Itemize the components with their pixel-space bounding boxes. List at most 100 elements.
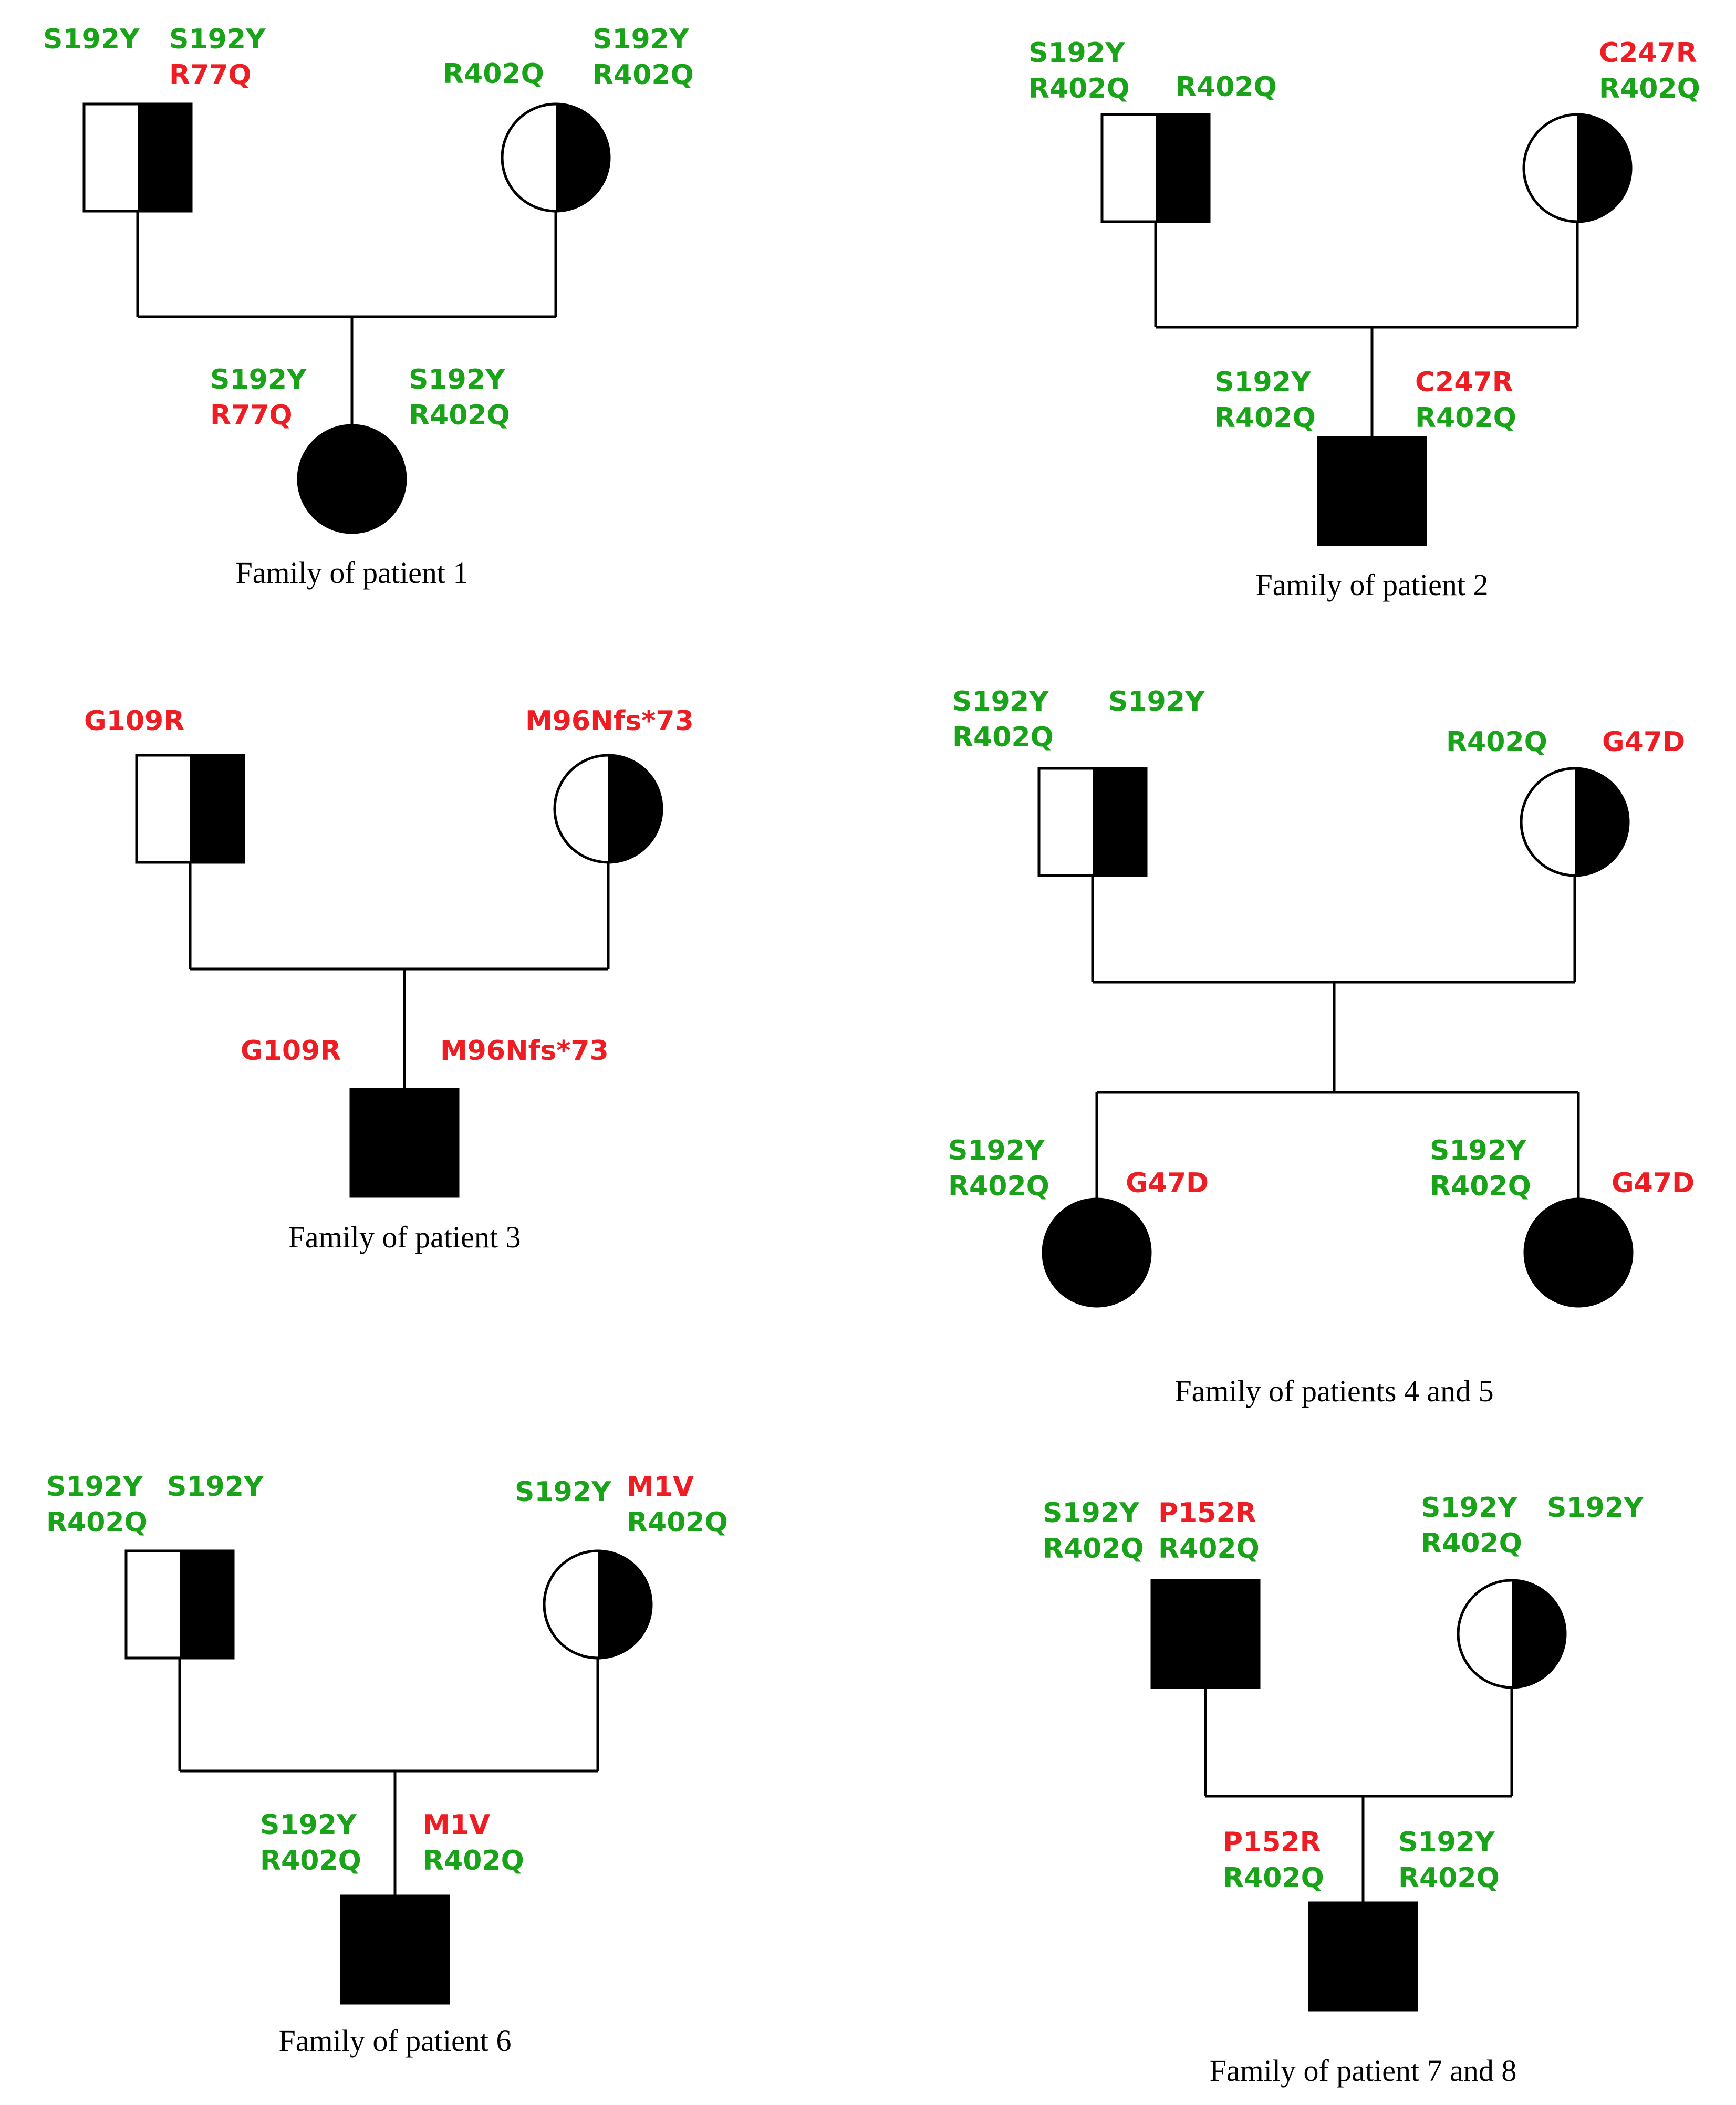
family-1-father-allele-b-variant-2: R77Q <box>169 59 252 91</box>
family-4-child-2-allele-a-variant-1: S192Y <box>1430 1135 1527 1166</box>
family-3-mother-symbol <box>553 754 663 864</box>
family-2-child-1-symbol <box>1317 436 1427 546</box>
family-2-mother-allele-a-variant-1: C247R <box>1599 37 1697 69</box>
family-3-child-1-symbol-square <box>349 1088 460 1198</box>
family-4-child-2-symbol <box>1523 1197 1634 1308</box>
family-3-child-1-allele-a-variant-1: G109R <box>241 1035 341 1067</box>
family-3-mother-symbol-half-fill <box>608 755 662 862</box>
family-4-caption: Family of patients 4 and 5 <box>1174 1374 1493 1408</box>
family-5-father-symbol <box>124 1549 235 1660</box>
family-1-father-symbol <box>82 102 193 213</box>
family-6-father-allele-b-variant-1: P152R <box>1158 1497 1256 1529</box>
family-5-father-allele-b-variant-1: S192Y <box>167 1471 264 1503</box>
family-6-mother-symbol-half-fill <box>1512 1580 1565 1687</box>
family-2-child-1-allele-b-variant-1: C247R <box>1415 367 1513 398</box>
family-2-mother-symbol <box>1522 113 1633 223</box>
family-6-child-1-allele-a-variant-2: R402Q <box>1223 1862 1324 1894</box>
family-3-child-1-allele-b-variant-1: M96Nfs*73 <box>440 1035 609 1067</box>
family-6-mother-allele-a-variant-2: R402Q <box>1421 1528 1522 1559</box>
family-1-mother-symbol-half-fill <box>556 104 609 211</box>
family-1-mother-allele-a-variant-1: R402Q <box>443 58 544 90</box>
family-2-mother-symbol-half-fill <box>1577 114 1631 222</box>
family-5-caption: Family of patient 6 <box>279 2024 512 2058</box>
family-1-child-1-allele-b-variant-1: S192Y <box>409 364 506 395</box>
family-4-mother-allele-a-variant-1: R402Q <box>1446 726 1547 758</box>
family-1-caption: Family of patient 1 <box>236 556 469 590</box>
family-5-pedigree: S192Y R402Q S192Y S192Y M1V R402Q S192Y R402Q M1… <box>46 1471 728 2058</box>
family-5-mother-symbol <box>543 1549 653 1660</box>
family-1-child-1-allele-a-variant-2: R77Q <box>210 400 293 431</box>
family-4-child-1-allele-a-variant-1: S192Y <box>948 1135 1045 1166</box>
family-5-child-1-allele-b-variant-2: R402Q <box>423 1845 524 1877</box>
family-5-child-1-symbol <box>340 1894 450 2005</box>
family-5-mother-allele-b-variant-1: M1V <box>627 1471 694 1503</box>
family-6-pedigree: S192Y R402Q P152R R402Q S192Y R402Q S192Y P152R… <box>1043 1492 1644 2088</box>
family-5-child-1-symbol-square <box>340 1894 450 2005</box>
family-5-child-1-allele-a-variant-2: R402Q <box>260 1845 361 1877</box>
family-2-child-1-allele-b-variant-2: R402Q <box>1415 402 1516 434</box>
family-1-mother-symbol <box>501 102 611 213</box>
family-5-father-allele-a-variant-1: S192Y <box>46 1471 143 1503</box>
family-5-mother-allele-b-variant-2: R402Q <box>627 1507 728 1538</box>
family-3-child-1-symbol <box>349 1088 460 1198</box>
family-1-mother-allele-b-variant-1: S192Y <box>592 24 690 55</box>
family-1-child-1-symbol-circle <box>297 424 407 534</box>
family-2-father-symbol-half-fill <box>1156 114 1209 222</box>
family-6-mother-allele-a-variant-1: S192Y <box>1421 1492 1518 1524</box>
family-6-child-1-symbol-square <box>1308 1901 1418 2012</box>
family-2-father-allele-a-variant-2: R402Q <box>1028 73 1130 105</box>
family-4-father-allele-a-variant-1: S192Y <box>952 686 1049 717</box>
family-4-child-2-allele-a-variant-2: R402Q <box>1430 1171 1531 1202</box>
family-5-child-1-allele-a-variant-1: S192Y <box>260 1809 357 1841</box>
family-1-father-symbol-half-fill <box>138 104 191 211</box>
family-4-mother-symbol-half-fill <box>1575 768 1628 876</box>
family-5-mother-symbol-half-fill <box>598 1551 651 1658</box>
family-6-father-symbol <box>1150 1579 1261 1689</box>
family-4-father-symbol-half-fill <box>1093 768 1146 876</box>
family-6-child-1-allele-b-variant-2: R402Q <box>1398 1862 1500 1894</box>
family-1-father-allele-a-variant-1: S192Y <box>43 24 140 55</box>
family-2-father-allele-a-variant-1: S192Y <box>1028 37 1126 69</box>
family-2-child-1-allele-a-variant-2: R402Q <box>1214 402 1316 434</box>
family-3-father-symbol <box>135 754 245 864</box>
family-4-child-1-allele-b-variant-1: G47D <box>1126 1168 1209 1199</box>
family-1-child-1-allele-b-variant-2: R402Q <box>409 400 510 431</box>
family-2-mother-allele-a-variant-2: R402Q <box>1599 73 1700 105</box>
family-4-mother-symbol <box>1520 767 1630 877</box>
family-1-mother-allele-b-variant-2: R402Q <box>592 59 694 91</box>
family-1-pedigree: S192Y S192Y R77Q R402Q S192Y R402Q S192Y R77Q S1… <box>43 24 694 590</box>
family-6-mother-symbol <box>1457 1579 1567 1689</box>
family-3-father-allele-a-variant-1: G109R <box>84 705 184 737</box>
family-4-child-2-allele-b-variant-1: G47D <box>1612 1168 1695 1199</box>
family-4-child-1-symbol <box>1042 1197 1152 1308</box>
family-2-pedigree: S192Y R402Q R402Q C247R R402Q S192Y R402Q C247R… <box>1028 37 1700 602</box>
family-4-child-1-symbol-circle <box>1042 1197 1152 1308</box>
family-2-father-allele-b-variant-1: R402Q <box>1176 71 1277 103</box>
family-4-child-2-symbol-circle <box>1523 1197 1634 1308</box>
family-6-caption: Family of patient 7 and 8 <box>1210 2054 1517 2088</box>
family-5-child-1-allele-b-variant-1: M1V <box>423 1809 490 1841</box>
family-6-child-1-allele-b-variant-1: S192Y <box>1398 1827 1495 1858</box>
family-4-father-allele-a-variant-2: R402Q <box>952 722 1054 753</box>
family-6-child-1-symbol <box>1308 1901 1418 2012</box>
family-1-child-1-allele-a-variant-1: S192Y <box>210 364 307 395</box>
family-1-child-1-symbol <box>297 424 407 534</box>
family-2-child-1-allele-a-variant-1: S192Y <box>1214 367 1312 398</box>
family-3-caption: Family of patient 3 <box>288 1220 521 1254</box>
family-5-father-allele-a-variant-2: R402Q <box>46 1507 148 1538</box>
family-1-father-allele-b-variant-1: S192Y <box>169 24 266 55</box>
family-6-child-1-allele-a-variant-1: P152R <box>1223 1827 1321 1858</box>
family-3-mother-allele-a-variant-1: M96Nfs*73 <box>525 705 694 737</box>
family-6-father-symbol-square <box>1150 1579 1261 1689</box>
family-4-child-1-allele-a-variant-2: R402Q <box>948 1171 1049 1202</box>
family-6-mother-allele-b-variant-1: S192Y <box>1547 1492 1644 1524</box>
family-2-child-1-symbol-square <box>1317 436 1427 546</box>
family-2-father-symbol <box>1100 113 1211 223</box>
family-6-father-allele-a-variant-2: R402Q <box>1043 1533 1144 1565</box>
family-4-mother-allele-b-variant-1: G47D <box>1602 726 1685 758</box>
family-4-father-symbol <box>1037 767 1148 877</box>
family-5-mother-allele-a-variant-1: S192Y <box>515 1476 612 1508</box>
